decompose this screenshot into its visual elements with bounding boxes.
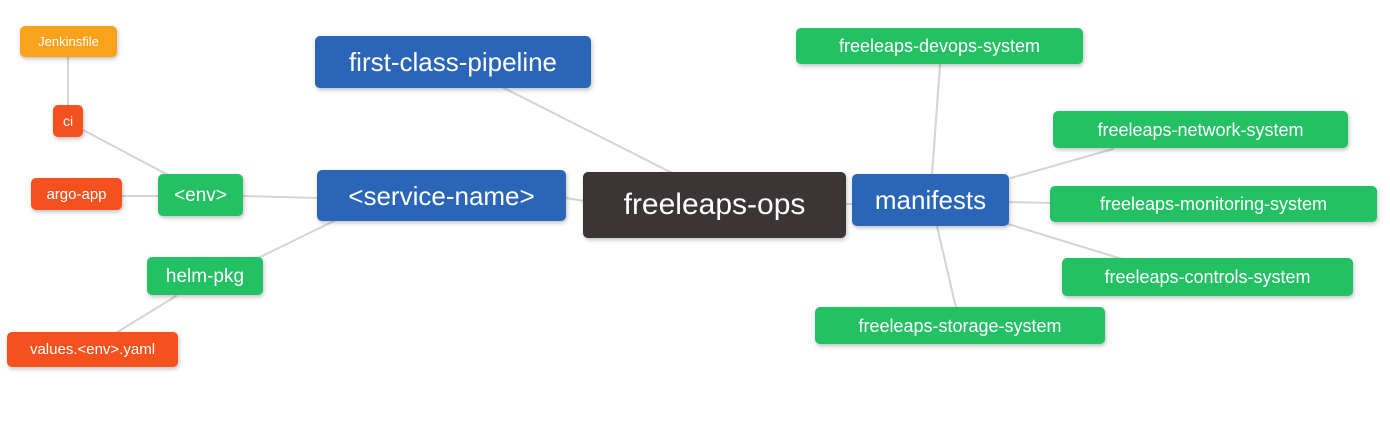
connector-manifests-devops_system (931, 64, 941, 176)
connector-manifests-storage_system (936, 225, 957, 309)
node-manifests[interactable]: manifests (852, 174, 1009, 226)
node-service-name[interactable]: <service-name> (317, 170, 566, 221)
connector-service_name-freeleaps_ops (565, 197, 585, 202)
node-freeleaps-network-system[interactable]: freeleaps-network-system (1053, 111, 1348, 148)
node-first-class-pipeline[interactable]: first-class-pipeline (315, 36, 591, 88)
connector-ci-env (82, 129, 173, 178)
node-argo-app[interactable]: argo-app (31, 178, 122, 210)
connector-manifests-controls_system (1007, 223, 1123, 260)
node-env[interactable]: <env> (158, 174, 243, 216)
node-freeleaps-devops-system[interactable]: freeleaps-devops-system (796, 28, 1083, 64)
node-values-env-yaml[interactable]: values.<env>.yaml (7, 332, 178, 367)
node-ci[interactable]: ci (53, 105, 83, 137)
connector-values_env_yaml-helm_pkg (115, 295, 177, 334)
connector-manifests-network_system (1010, 148, 1114, 179)
connector-first_class_pipeline-freeleaps_ops (501, 86, 673, 174)
node-freeleaps-controls-system[interactable]: freeleaps-controls-system (1062, 258, 1353, 296)
node-freeleaps-storage-system[interactable]: freeleaps-storage-system (815, 307, 1105, 344)
connector-env-service_name (242, 195, 319, 199)
node-freeleaps-ops-root[interactable]: freeleaps-ops (583, 172, 846, 238)
node-freeleaps-monitoring-system[interactable]: freeleaps-monitoring-system (1050, 186, 1377, 222)
node-jenkinsfile[interactable]: Jenkinsfile (20, 26, 117, 57)
node-helm-pkg[interactable]: helm-pkg (147, 257, 263, 295)
connector-helm_pkg-service_name (257, 220, 335, 259)
connector-manifests-monitoring_system (1007, 201, 1052, 204)
